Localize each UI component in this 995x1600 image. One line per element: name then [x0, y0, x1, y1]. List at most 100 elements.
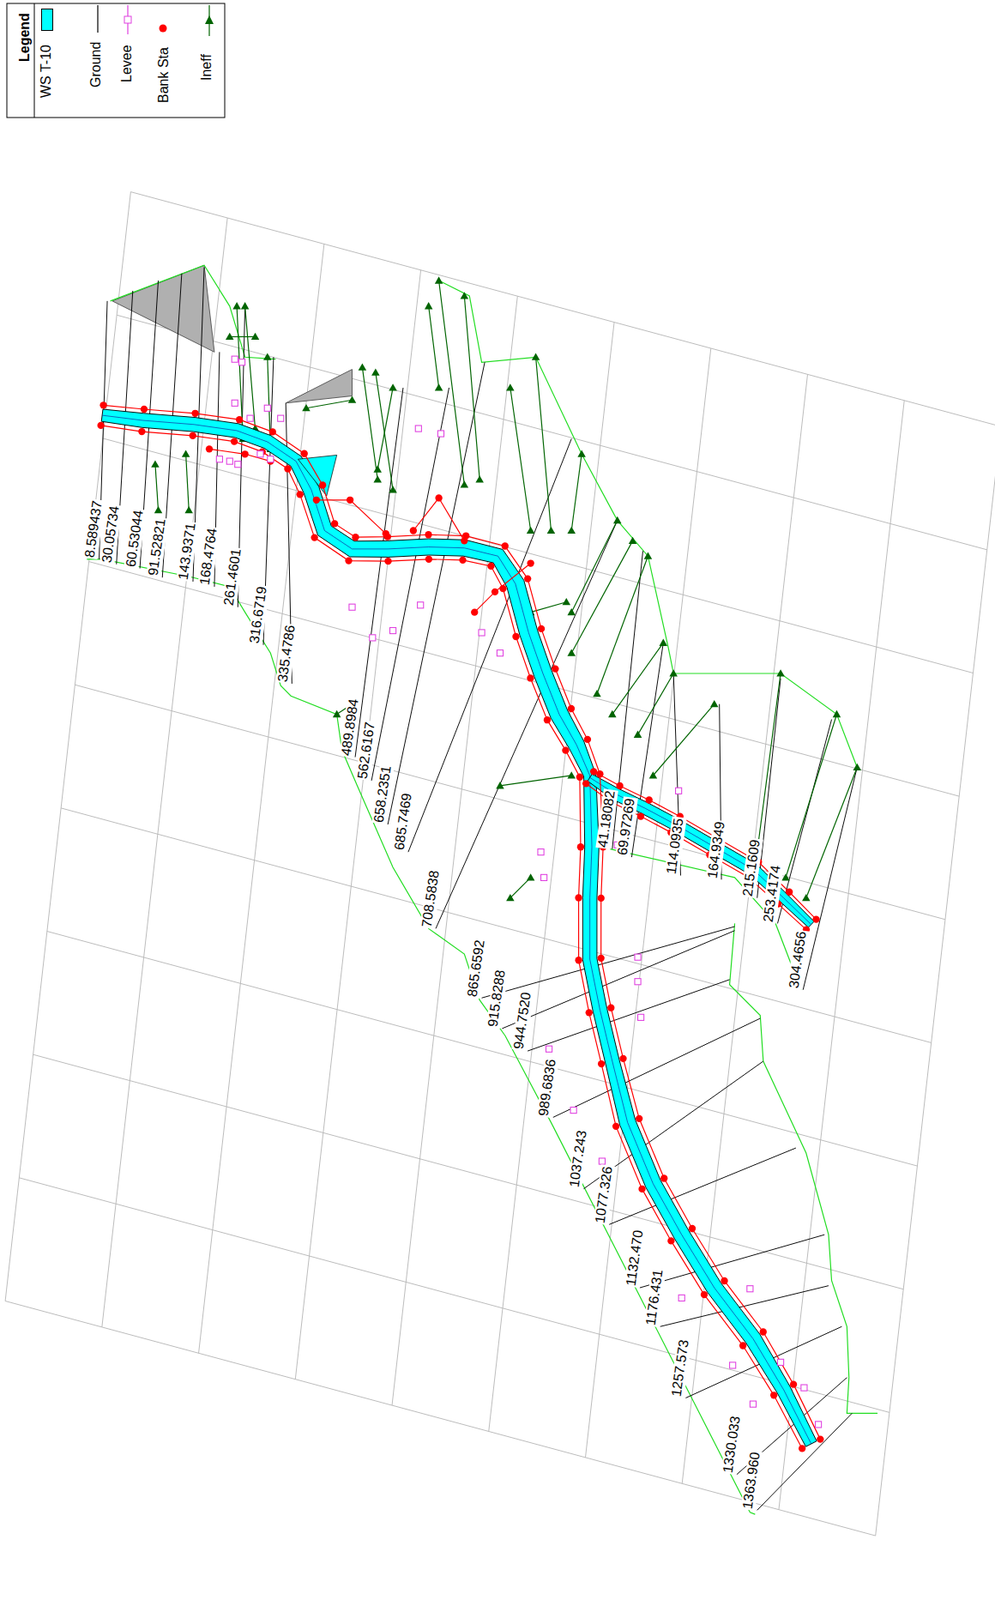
- levee-point: [570, 1107, 577, 1114]
- ineffective-line: [229, 336, 256, 338]
- cross-section-line: [371, 387, 449, 781]
- station-label: 1257.573: [669, 1338, 692, 1399]
- bank-station: [140, 405, 148, 413]
- bank-station: [759, 1327, 767, 1335]
- bank-station: [526, 674, 534, 682]
- bank-station: [269, 428, 277, 435]
- ineffective-marker: [358, 362, 368, 370]
- bank-station: [424, 530, 432, 538]
- ineffective-marker: [301, 404, 311, 411]
- reach-boundary: [110, 265, 277, 359]
- bank-station: [434, 494, 442, 501]
- ineffective-marker: [566, 771, 576, 778]
- bank-station: [205, 445, 213, 453]
- bank-line: [103, 404, 821, 1439]
- bank-line: [593, 771, 816, 919]
- ineffective-marker: [802, 893, 811, 901]
- station-label: 685.7469: [391, 791, 415, 852]
- bank-station: [313, 496, 320, 504]
- bank-station: [635, 1115, 643, 1122]
- bank-station: [189, 432, 197, 440]
- station-label: 1037.243: [567, 1128, 591, 1189]
- bank-station: [812, 915, 820, 923]
- station-label: 335.4786: [275, 623, 298, 684]
- ineffective-marker: [373, 475, 382, 483]
- ineffective-marker: [592, 689, 602, 697]
- grid-line: [584, 348, 711, 1458]
- grid-line: [875, 426, 995, 1536]
- ineffective-marker: [371, 367, 380, 375]
- ineffective-marker: [263, 353, 272, 361]
- bank-station: [382, 530, 390, 537]
- legend-text: Bank Sta: [156, 47, 172, 103]
- station-label: 168.4764: [198, 526, 221, 587]
- bank-station: [785, 888, 793, 896]
- levee-point: [277, 415, 284, 422]
- station-label: 989.6836: [536, 1056, 560, 1117]
- levee-point: [231, 399, 238, 406]
- ineffective-marker: [628, 536, 638, 544]
- legend-text: Ineff: [199, 54, 215, 81]
- bank-station: [597, 954, 605, 962]
- ineffective-line: [652, 704, 714, 776]
- cross-section-line: [501, 930, 735, 1029]
- levee-point: [417, 602, 424, 609]
- station-label: 865.6592: [465, 937, 489, 998]
- station-label: 489.8984: [338, 696, 362, 757]
- bank-station: [597, 1060, 605, 1068]
- ineffective-line: [638, 673, 675, 735]
- station-label: 944.7520: [511, 990, 534, 1051]
- legend-ineff-sample: [205, 15, 214, 25]
- levee-point: [638, 1013, 645, 1020]
- levee-point: [541, 874, 548, 881]
- cross-section-line: [631, 642, 664, 857]
- bank-station: [576, 773, 584, 781]
- levee-point: [235, 461, 242, 468]
- ineffective-marker: [225, 332, 235, 340]
- grid-line: [102, 217, 228, 1327]
- bank-station: [241, 450, 248, 458]
- reach-boundary: [439, 280, 858, 767]
- ineffective-line: [571, 520, 618, 613]
- ineffective-line: [377, 387, 393, 470]
- bank-line: [101, 425, 803, 1449]
- legend-frame: [6, 3, 225, 118]
- ineffective-marker: [566, 608, 576, 616]
- bank-station: [597, 894, 605, 902]
- ineffective-marker: [526, 873, 536, 881]
- bank-station: [584, 735, 591, 743]
- bank-station: [543, 716, 551, 724]
- legend-text: Levee: [120, 44, 135, 83]
- bank-station: [425, 555, 433, 563]
- levee-point: [801, 1384, 808, 1391]
- bank-station: [524, 574, 531, 582]
- bank-station: [720, 1277, 728, 1285]
- ineffective-line: [536, 356, 552, 531]
- levee-point: [415, 425, 422, 432]
- legend-bank-sample: [159, 24, 168, 33]
- ineffective-marker: [232, 301, 242, 309]
- bank-station: [512, 633, 519, 640]
- bank-line: [474, 563, 531, 613]
- station-label: 60.53044: [123, 507, 146, 568]
- levee-point: [634, 978, 641, 985]
- ineffective-marker: [475, 475, 484, 483]
- bank-station: [615, 782, 623, 790]
- bank-line: [585, 783, 807, 929]
- cross-section-line: [639, 1234, 825, 1288]
- bank-station: [667, 1236, 675, 1244]
- ineffective-marker: [649, 771, 658, 778]
- cross-section-line: [527, 979, 730, 1051]
- bank-station: [310, 533, 318, 541]
- bank-station: [344, 556, 352, 564]
- ineffective-line: [571, 453, 582, 531]
- ineffective-marker: [495, 781, 505, 789]
- bank-station: [638, 1185, 646, 1193]
- bank-station: [346, 496, 354, 504]
- bank-station: [585, 1008, 593, 1016]
- levee-point: [247, 415, 254, 422]
- legend-ground-sample: [96, 5, 98, 33]
- ineffective-marker: [566, 526, 576, 534]
